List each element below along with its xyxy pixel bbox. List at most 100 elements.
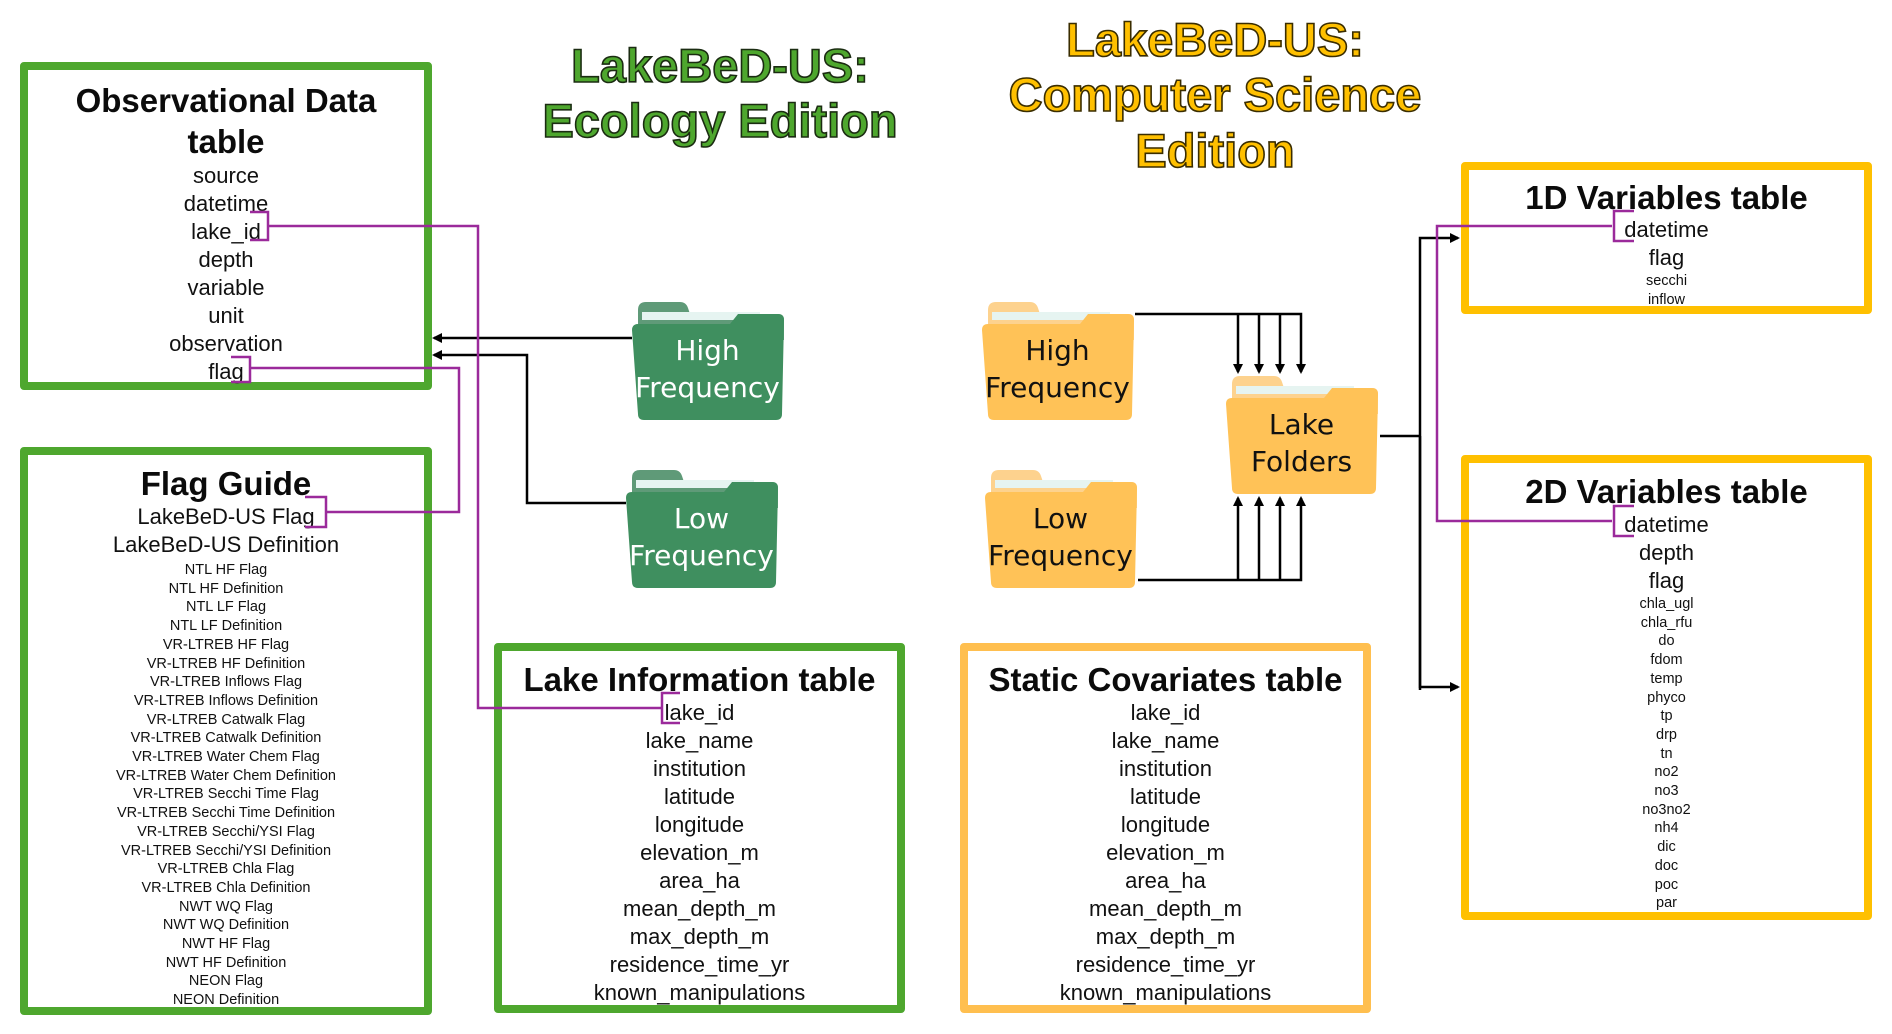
variable-2d-field: no3 (1654, 783, 1679, 800)
lake-info-field: max_depth_m (629, 924, 770, 949)
ecology-edition-title: LakeBeD-US: Ecology Edition (520, 38, 920, 149)
cs-low-label-1: Low (1032, 502, 1089, 535)
field-observation: observation (169, 331, 283, 356)
variable-1d-field: secchi (1645, 273, 1688, 289)
variable-2d-field: tp (1660, 708, 1673, 725)
flag-guide-primary-fields: LakeBeD-US Flag LakeBeD-US Definition (28, 503, 424, 559)
flag-guide-field: NTL HF Flag (184, 562, 268, 578)
cs-edition-title: LakeBeD-US: Computer Science Edition (955, 12, 1475, 178)
eco-low-frequency-folder: Low Frequency (624, 468, 779, 590)
flag-guide-field: VR-LTREB Water Chem Definition (116, 767, 336, 784)
folder-icon (1226, 376, 1378, 494)
variables-2d-table: 2D Variables table datetime depth flag c… (1461, 455, 1872, 920)
static-covariate-field: lake_id (1130, 700, 1201, 725)
variable-2d-field: tn (1660, 745, 1673, 762)
lake-info-field: mean_depth_m (623, 896, 776, 921)
lake-to-tables-arrows (1380, 233, 1460, 692)
flag-guide-table: Flag Guide LakeBeD-US Flag LakeBeD-US De… (20, 447, 432, 1015)
variable-2d-field: poc (1654, 876, 1679, 893)
lake-info-field: area_ha (659, 868, 740, 893)
cs-high-label-2: Frequency (985, 371, 1130, 404)
static-covariate-field: lake_name (1111, 728, 1220, 753)
eco-low-label-2: Frequency (629, 539, 774, 572)
observational-title-line-1: Observational Data (75, 82, 377, 119)
folder-icon (985, 470, 1137, 588)
observational-fields: source datetime lake_id depth variable u… (28, 162, 424, 386)
variable-2d-field: par (1656, 895, 1677, 912)
field-datetime: datetime (183, 191, 269, 216)
cs-lake-label-1: Lake (1268, 408, 1335, 441)
cs-title-line-2: Computer Science (1008, 68, 1422, 123)
static-covariate-field: institution (1119, 756, 1212, 781)
variable-2d-field: phyco (1647, 689, 1686, 706)
static-covariate-field: mean_depth_m (1089, 896, 1242, 921)
flag-guide-field: VR-LTREB Inflows Flag (149, 674, 303, 691)
flag-guide-field: VR-LTREB Water Chem Flag (132, 749, 320, 766)
flag-guide-field: VR-LTREB HF Flag (162, 636, 290, 653)
static-covariate-field: elevation_m (1106, 840, 1225, 865)
cs-high-to-lake-arrows (1135, 312, 1306, 374)
folder-icon (626, 470, 778, 588)
lake-info-field: lake_id (664, 700, 735, 725)
variable-2d-field: no3no2 (1642, 801, 1691, 818)
flag-guide-field: VR-LTREB Catwalk Flag (146, 711, 306, 728)
static-covariate-field: known_manipulations (1059, 980, 1272, 1005)
variable-2d-field: dic (1657, 839, 1676, 856)
ecology-title-line-1: LakeBeD-US: (570, 38, 869, 93)
variable-2d-field: doc (1654, 857, 1679, 874)
field-2d-flag: flag (1648, 568, 1685, 593)
observational-table-title: Observational Data table (28, 80, 424, 162)
cs-lake-folders-folder: Lake Folders (1224, 374, 1379, 496)
variable-2d-field: temp (1650, 670, 1683, 687)
static-covariate-field: longitude (1120, 812, 1211, 837)
flag-guide-field: NWT WQ Definition (162, 917, 290, 934)
flag-guide-field: VR-LTREB Secchi Time Flag (133, 786, 319, 803)
lake-info-field: elevation_m (640, 840, 759, 865)
field-flag: flag (208, 359, 244, 384)
static-covariates-fields: lake_id lake_name institution latitude longi… (968, 699, 1363, 1007)
flag-guide-field: NTL LF Flag (185, 599, 267, 616)
field-1d-flag: flag (1648, 245, 1685, 270)
flag-guide-field: VR-LTREB Inflows Definition (133, 692, 319, 709)
folder-icon (982, 302, 1134, 420)
static-covariate-field: latitude (1130, 784, 1201, 809)
field-depth: depth (198, 247, 254, 272)
variable-2d-field: drp (1656, 726, 1677, 743)
cs-title-line-1: LakeBeD-US: (1065, 12, 1364, 67)
eco-low-label-1: Low (673, 502, 730, 535)
static-covariate-field: area_ha (1125, 868, 1206, 893)
variable-2d-field: fdom (1650, 652, 1683, 669)
field-lake-id: lake_id (191, 219, 261, 244)
field-unit: unit (208, 303, 244, 328)
flag-guide-title: Flag Guide (140, 465, 312, 502)
static-covariates-title: Static Covariates table (988, 661, 1343, 698)
variable-2d-field: do (1658, 633, 1675, 650)
observational-title-line-2: table (187, 123, 265, 160)
field-variable: variable (187, 275, 265, 300)
variables-1d-title: 1D Variables table (1525, 179, 1808, 216)
flag-guide-field: VR-LTREB Chla Definition (141, 879, 311, 896)
variable-2d-field: chla_rfu (1640, 614, 1693, 631)
field-lakebed-flag: LakeBeD-US Flag (137, 504, 315, 529)
field-lakebed-definition: LakeBeD-US Definition (112, 532, 340, 557)
variable-2d-field: chla_ugl (1639, 596, 1694, 612)
flag-guide-field: NEON Flag (188, 973, 264, 990)
flag-guide-field: VR-LTREB Secchi/YSI Definition (120, 842, 332, 859)
lake-info-field: lake_name (645, 728, 754, 753)
variables-1d-key-fields: datetime flag (1469, 216, 1864, 272)
field-2d-datetime: datetime (1624, 512, 1709, 537)
lake-info-field: latitude (664, 784, 735, 809)
flag-guide-field: NTL LF Definition (169, 618, 283, 635)
lake-info-field: residence_time_yr (609, 952, 790, 977)
flag-guide-field: NWT WQ Flag (179, 898, 273, 915)
variable-2d-field: nh4 (1654, 820, 1679, 837)
flag-guide-field: VR-LTREB Catwalk Definition (130, 730, 322, 747)
flag-guide-field: VR-LTREB Secchi Time Definition (116, 805, 336, 822)
field-1d-datetime: datetime (1624, 217, 1709, 242)
flag-guide-field: VR-LTREB HF Definition (146, 655, 306, 672)
flag-guide-field: VR-LTREB Chla Flag (157, 861, 295, 878)
